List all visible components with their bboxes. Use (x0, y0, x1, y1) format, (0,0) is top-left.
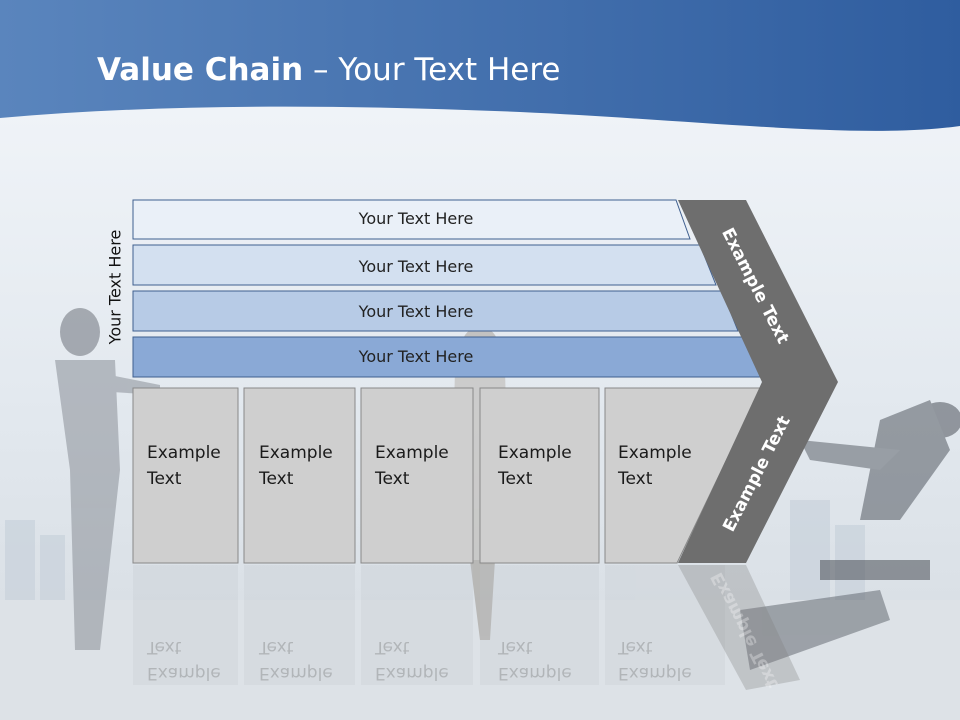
header-banner (0, 0, 960, 131)
reflection-line2: Text (375, 637, 410, 657)
band-label-3: Your Text Here (358, 302, 474, 321)
activity-text-reflection: Example Text (498, 634, 572, 686)
title-rest: – Your Text Here (303, 52, 561, 88)
reflection-line2: Text (618, 637, 653, 657)
margin-chevron (678, 200, 838, 563)
reflection-line1: Example (618, 663, 692, 683)
activity-box-shape (360, 387, 474, 564)
activity-line2: Text (375, 469, 410, 489)
reflection-line2: Text (259, 637, 294, 657)
reflection-line1: Example (147, 663, 221, 683)
activity-line2: Text (259, 469, 294, 489)
activity-line2: Text (618, 469, 653, 489)
activity-line1: Example (618, 443, 692, 463)
activity-box-shape (604, 387, 762, 564)
activity-box-shape (479, 387, 600, 564)
slide-title: Value Chain – Your Text Here (97, 52, 560, 88)
band-shape (132, 244, 717, 286)
activity-line1: Example (147, 443, 221, 463)
activity-line1: Example (259, 443, 333, 463)
band-label-4: Your Text Here (358, 347, 474, 366)
activity-line1: Example (498, 443, 572, 463)
chevron-reflection (678, 565, 800, 690)
activity-text-reflection: Example Text (375, 634, 449, 686)
reflection-line2: Text (498, 637, 533, 657)
activity-text-reflection: Example Text (618, 634, 692, 686)
band-label-2: Your Text Here (358, 257, 474, 276)
activity-line2: Text (147, 469, 182, 489)
activity-box-shape (243, 387, 356, 564)
reflection-line2: Text (147, 637, 182, 657)
band-shape (132, 290, 739, 332)
band-label-1: Your Text Here (358, 209, 474, 228)
activity-line1: Example (375, 443, 449, 463)
reflection-line1: Example (259, 663, 333, 683)
title-bold: Value Chain (97, 52, 304, 88)
activity-line2: Text (498, 469, 533, 489)
activity-text-reflection: Example Text (259, 634, 333, 686)
band-shape (132, 199, 691, 240)
reflection (133, 565, 725, 685)
reflection-line1: Example (375, 663, 449, 683)
activity-box-shape (132, 387, 239, 564)
side-label-text: Your Text Here (105, 229, 125, 345)
activity-text-reflection: Example Text (147, 634, 221, 686)
reflection-line1: Example (498, 663, 572, 683)
